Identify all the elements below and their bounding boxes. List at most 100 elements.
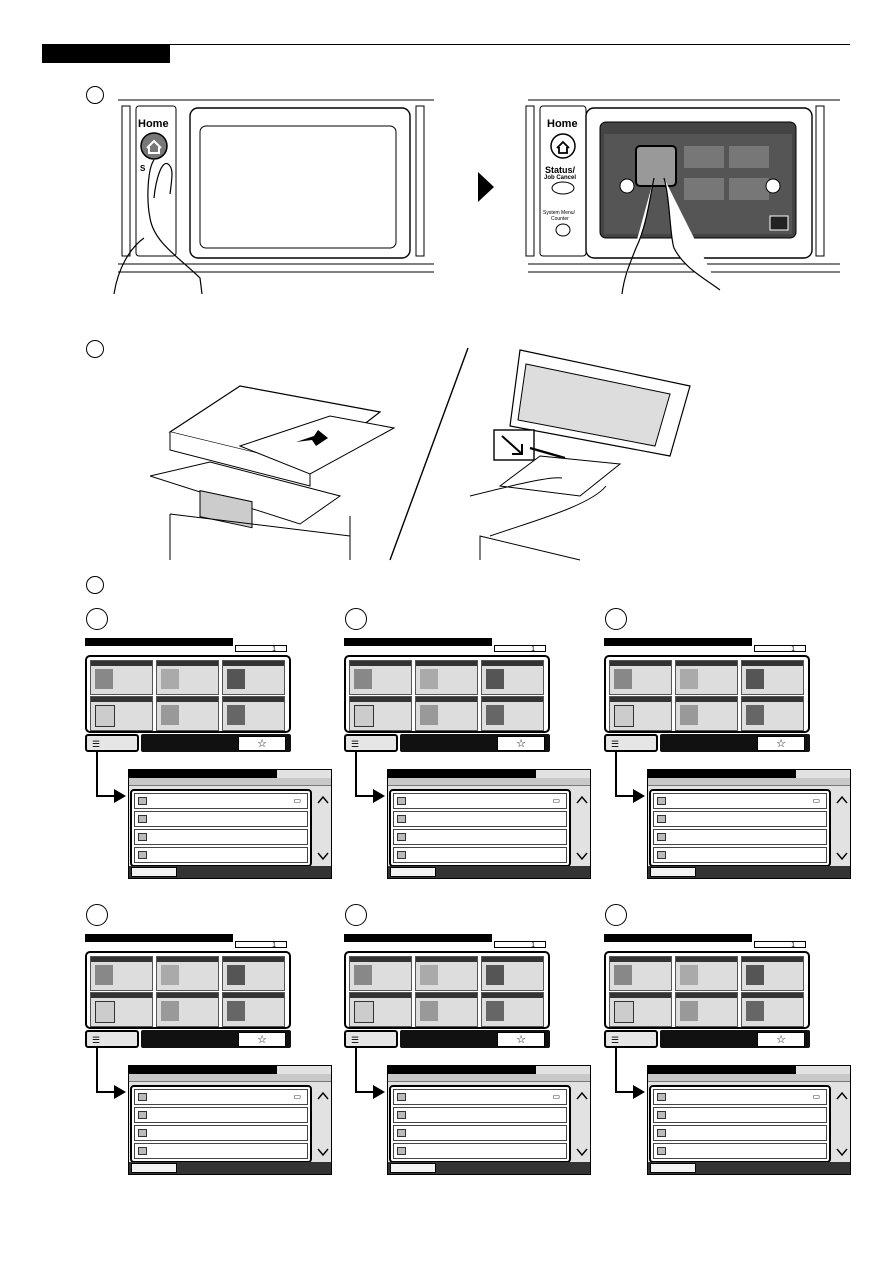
function-tile[interactable] <box>415 992 478 1027</box>
list-item[interactable] <box>393 811 567 827</box>
scrollbar[interactable] <box>574 1085 590 1163</box>
function-tile[interactable] <box>222 956 285 991</box>
list-item[interactable] <box>653 829 827 845</box>
connector-line <box>96 795 116 797</box>
function-tile[interactable] <box>90 956 153 991</box>
function-tile[interactable] <box>90 992 153 1027</box>
function-tile[interactable] <box>90 660 153 695</box>
function-tile[interactable] <box>415 696 478 731</box>
list-item[interactable] <box>393 1125 567 1141</box>
list-item[interactable] <box>393 847 567 863</box>
function-tile[interactable] <box>156 956 219 991</box>
function-tile[interactable] <box>349 992 412 1027</box>
function-tile[interactable] <box>222 660 285 695</box>
job-cancel-label: Job Cancel <box>544 175 577 181</box>
list-view-button[interactable]: ☰ <box>604 1030 658 1048</box>
function-tile[interactable] <box>741 992 804 1027</box>
list-view-screen: ▭ <box>128 1065 332 1175</box>
list-header <box>648 1074 850 1082</box>
list-frame: ▭ <box>389 1085 571 1163</box>
function-tile[interactable] <box>156 696 219 731</box>
list-item[interactable] <box>134 811 308 827</box>
function-tile[interactable] <box>675 992 738 1027</box>
scrollbar[interactable] <box>834 1085 850 1163</box>
list-item[interactable]: ▭ <box>393 1089 567 1105</box>
scrollbar[interactable] <box>315 1085 331 1163</box>
function-tile[interactable] <box>675 696 738 731</box>
list-view-button[interactable]: ☰ <box>85 734 139 752</box>
footer-left-button[interactable] <box>390 867 436 877</box>
function-tile[interactable] <box>349 956 412 991</box>
list-item[interactable] <box>393 1107 567 1123</box>
favorite-button[interactable]: ☆ <box>238 736 286 751</box>
list-item[interactable] <box>653 1107 827 1123</box>
function-tile[interactable] <box>609 696 672 731</box>
function-tile[interactable] <box>415 956 478 991</box>
list-item[interactable] <box>653 811 827 827</box>
list-item[interactable]: ▭ <box>393 793 567 809</box>
arrow-head-icon <box>633 1085 645 1099</box>
function-tile[interactable] <box>741 660 804 695</box>
function-tile[interactable] <box>222 696 285 731</box>
function-icon <box>657 1093 666 1101</box>
footer-left-button[interactable] <box>650 1163 696 1173</box>
function-tile[interactable] <box>481 696 544 731</box>
list-view-screen: ▭ <box>387 1065 591 1175</box>
function-tile[interactable] <box>349 696 412 731</box>
function-tile[interactable] <box>609 992 672 1027</box>
list-item[interactable] <box>134 829 308 845</box>
list-item[interactable] <box>653 847 827 863</box>
list-item[interactable] <box>134 1107 308 1123</box>
list-item[interactable] <box>653 1143 827 1159</box>
list-view-button[interactable]: ☰ <box>344 734 398 752</box>
scrollbar[interactable] <box>574 789 590 867</box>
favorite-button[interactable]: ☆ <box>497 1032 545 1047</box>
favorite-button[interactable]: ☆ <box>497 736 545 751</box>
function-tile[interactable] <box>222 992 285 1027</box>
substep-marker-5 <box>345 904 367 926</box>
list-view-button[interactable]: ☰ <box>344 1030 398 1048</box>
list-item[interactable] <box>653 1125 827 1141</box>
function-icon <box>657 833 666 841</box>
list-view-button[interactable]: ☰ <box>85 1030 139 1048</box>
function-tile[interactable] <box>415 660 478 695</box>
scrollbar[interactable] <box>834 789 850 867</box>
footer-left-button[interactable] <box>131 1163 177 1173</box>
function-tile[interactable] <box>156 660 219 695</box>
list-view-button[interactable]: ☰ <box>604 734 658 752</box>
function-tile[interactable] <box>609 660 672 695</box>
footer-left-button[interactable] <box>390 1163 436 1173</box>
function-tile[interactable] <box>90 696 153 731</box>
function-icon <box>397 851 406 859</box>
list-item[interactable]: ▭ <box>134 1089 308 1105</box>
favorite-button[interactable]: ☆ <box>757 736 805 751</box>
list-item[interactable] <box>134 1143 308 1159</box>
list-item[interactable] <box>393 829 567 845</box>
function-tile[interactable] <box>481 660 544 695</box>
footer-left-button[interactable] <box>131 867 177 877</box>
function-tile[interactable] <box>156 992 219 1027</box>
scrollbar[interactable] <box>315 789 331 867</box>
original-placement-illustration <box>150 347 691 561</box>
function-tile[interactable] <box>609 956 672 991</box>
list-item[interactable] <box>134 847 308 863</box>
footer-left-button[interactable] <box>650 867 696 877</box>
list-icon: ☰ <box>92 1035 101 1045</box>
favorite-button[interactable]: ☆ <box>238 1032 286 1047</box>
list-item[interactable]: ▭ <box>134 793 308 809</box>
list-icon: ☰ <box>92 739 101 749</box>
function-tile[interactable] <box>741 956 804 991</box>
favorite-button[interactable]: ☆ <box>757 1032 805 1047</box>
function-tile[interactable] <box>675 956 738 991</box>
list-item[interactable] <box>134 1125 308 1141</box>
function-tile[interactable] <box>675 660 738 695</box>
connector-line <box>96 1091 116 1093</box>
step-2-marker <box>86 340 104 358</box>
function-tile[interactable] <box>481 956 544 991</box>
list-item[interactable]: ▭ <box>653 793 827 809</box>
list-item[interactable]: ▭ <box>653 1089 827 1105</box>
function-tile[interactable] <box>349 660 412 695</box>
function-tile[interactable] <box>741 696 804 731</box>
list-item[interactable] <box>393 1143 567 1159</box>
function-tile[interactable] <box>481 992 544 1027</box>
